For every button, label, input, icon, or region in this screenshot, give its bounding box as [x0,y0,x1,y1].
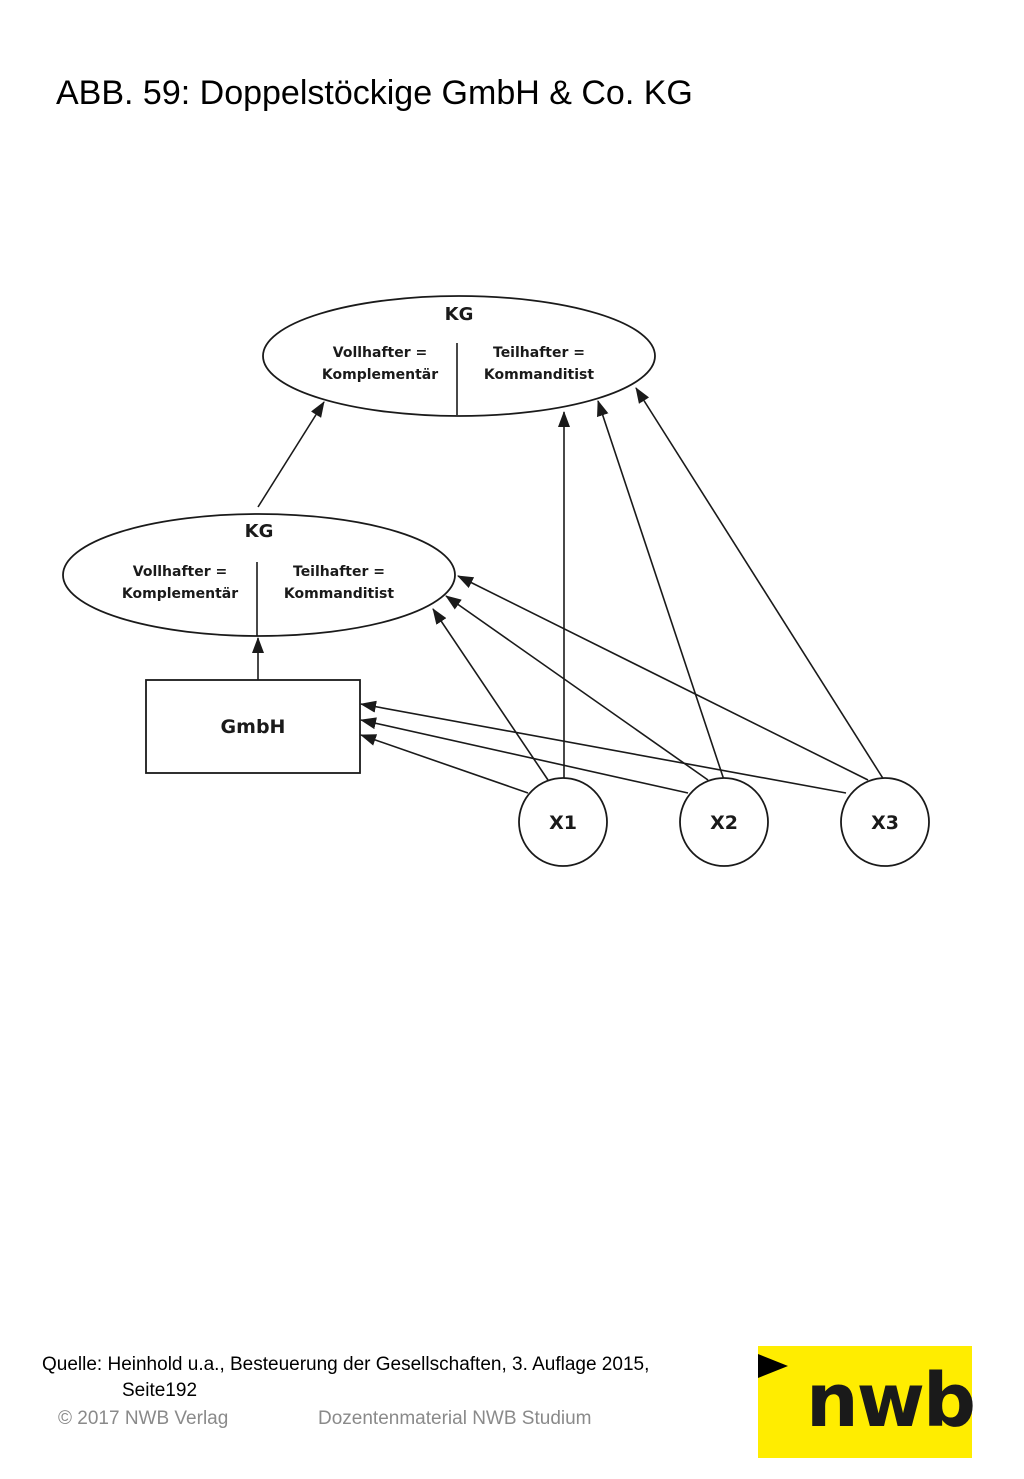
gmbh-node: GmbH [145,679,361,774]
lower-kg-left-line1: Vollhafter = [133,564,228,580]
arrow-x3-to-lower-kg [457,575,869,781]
shareholder-x2-label: X2 [710,812,738,834]
lower-kg-title: KG [245,521,274,542]
lower-kg-right-line2: Kommanditist [284,586,394,602]
source-citation: Quelle: Heinhold u.a., Besteuerung der G… [42,1352,649,1404]
arrow-x1-to-gmbh [360,734,529,794]
gmbh-label: GmbH [221,716,286,738]
arrow-x3-to-gmbh [360,700,847,794]
upper-kg-title: KG [445,304,474,325]
logo-text: nwb [806,1358,976,1444]
ownership-diagram: KG Vollhafter = Komplementär Teilhafter … [62,295,930,867]
arrow-x1-to-lower-kg [432,608,549,781]
footer-material: Dozentenmaterial NWB Studium [318,1408,592,1429]
lower-kg-right-line1: Teilhafter = [293,564,385,580]
lower-kg-node: KG Vollhafter = Komplementär Teilhafter … [62,513,456,637]
nwb-logo: nwb [758,1346,976,1458]
upper-kg-left-line2: Komplementär [322,367,438,383]
shareholder-x1-node: X1 [518,777,608,867]
arrow-lower-kg-to-upper-kg [257,401,325,508]
source-page: Seite192 [122,1380,198,1401]
footer-copyright: © 2017 NWB Verlag [58,1408,229,1429]
arrow-x2-to-lower-kg [445,595,709,781]
shareholder-x1-label: X1 [549,812,577,834]
arrows [252,387,885,794]
arrow-x3-to-upper-kg [635,387,885,781]
upper-kg-node: KG Vollhafter = Komplementär Teilhafter … [262,295,656,417]
shareholder-x2-node: X2 [679,777,769,867]
page-title: ABB. 59: Doppelstöckige GmbH & Co. KG [56,74,693,112]
arrow-x2-to-upper-kg [597,400,725,781]
logo-arrow-icon [758,1354,788,1378]
upper-kg-left-line1: Vollhafter = [333,345,428,361]
upper-kg-right-line1: Teilhafter = [493,345,585,361]
lower-kg-left-line2: Komplementär [122,586,238,602]
upper-kg-right-line2: Kommanditist [484,367,594,383]
shareholder-x3-node: X3 [840,777,930,867]
source-line1: Quelle: Heinhold u.a., Besteuerung der G… [42,1354,650,1375]
arrow-x2-to-gmbh [360,717,689,794]
shareholder-x3-label: X3 [871,812,899,834]
